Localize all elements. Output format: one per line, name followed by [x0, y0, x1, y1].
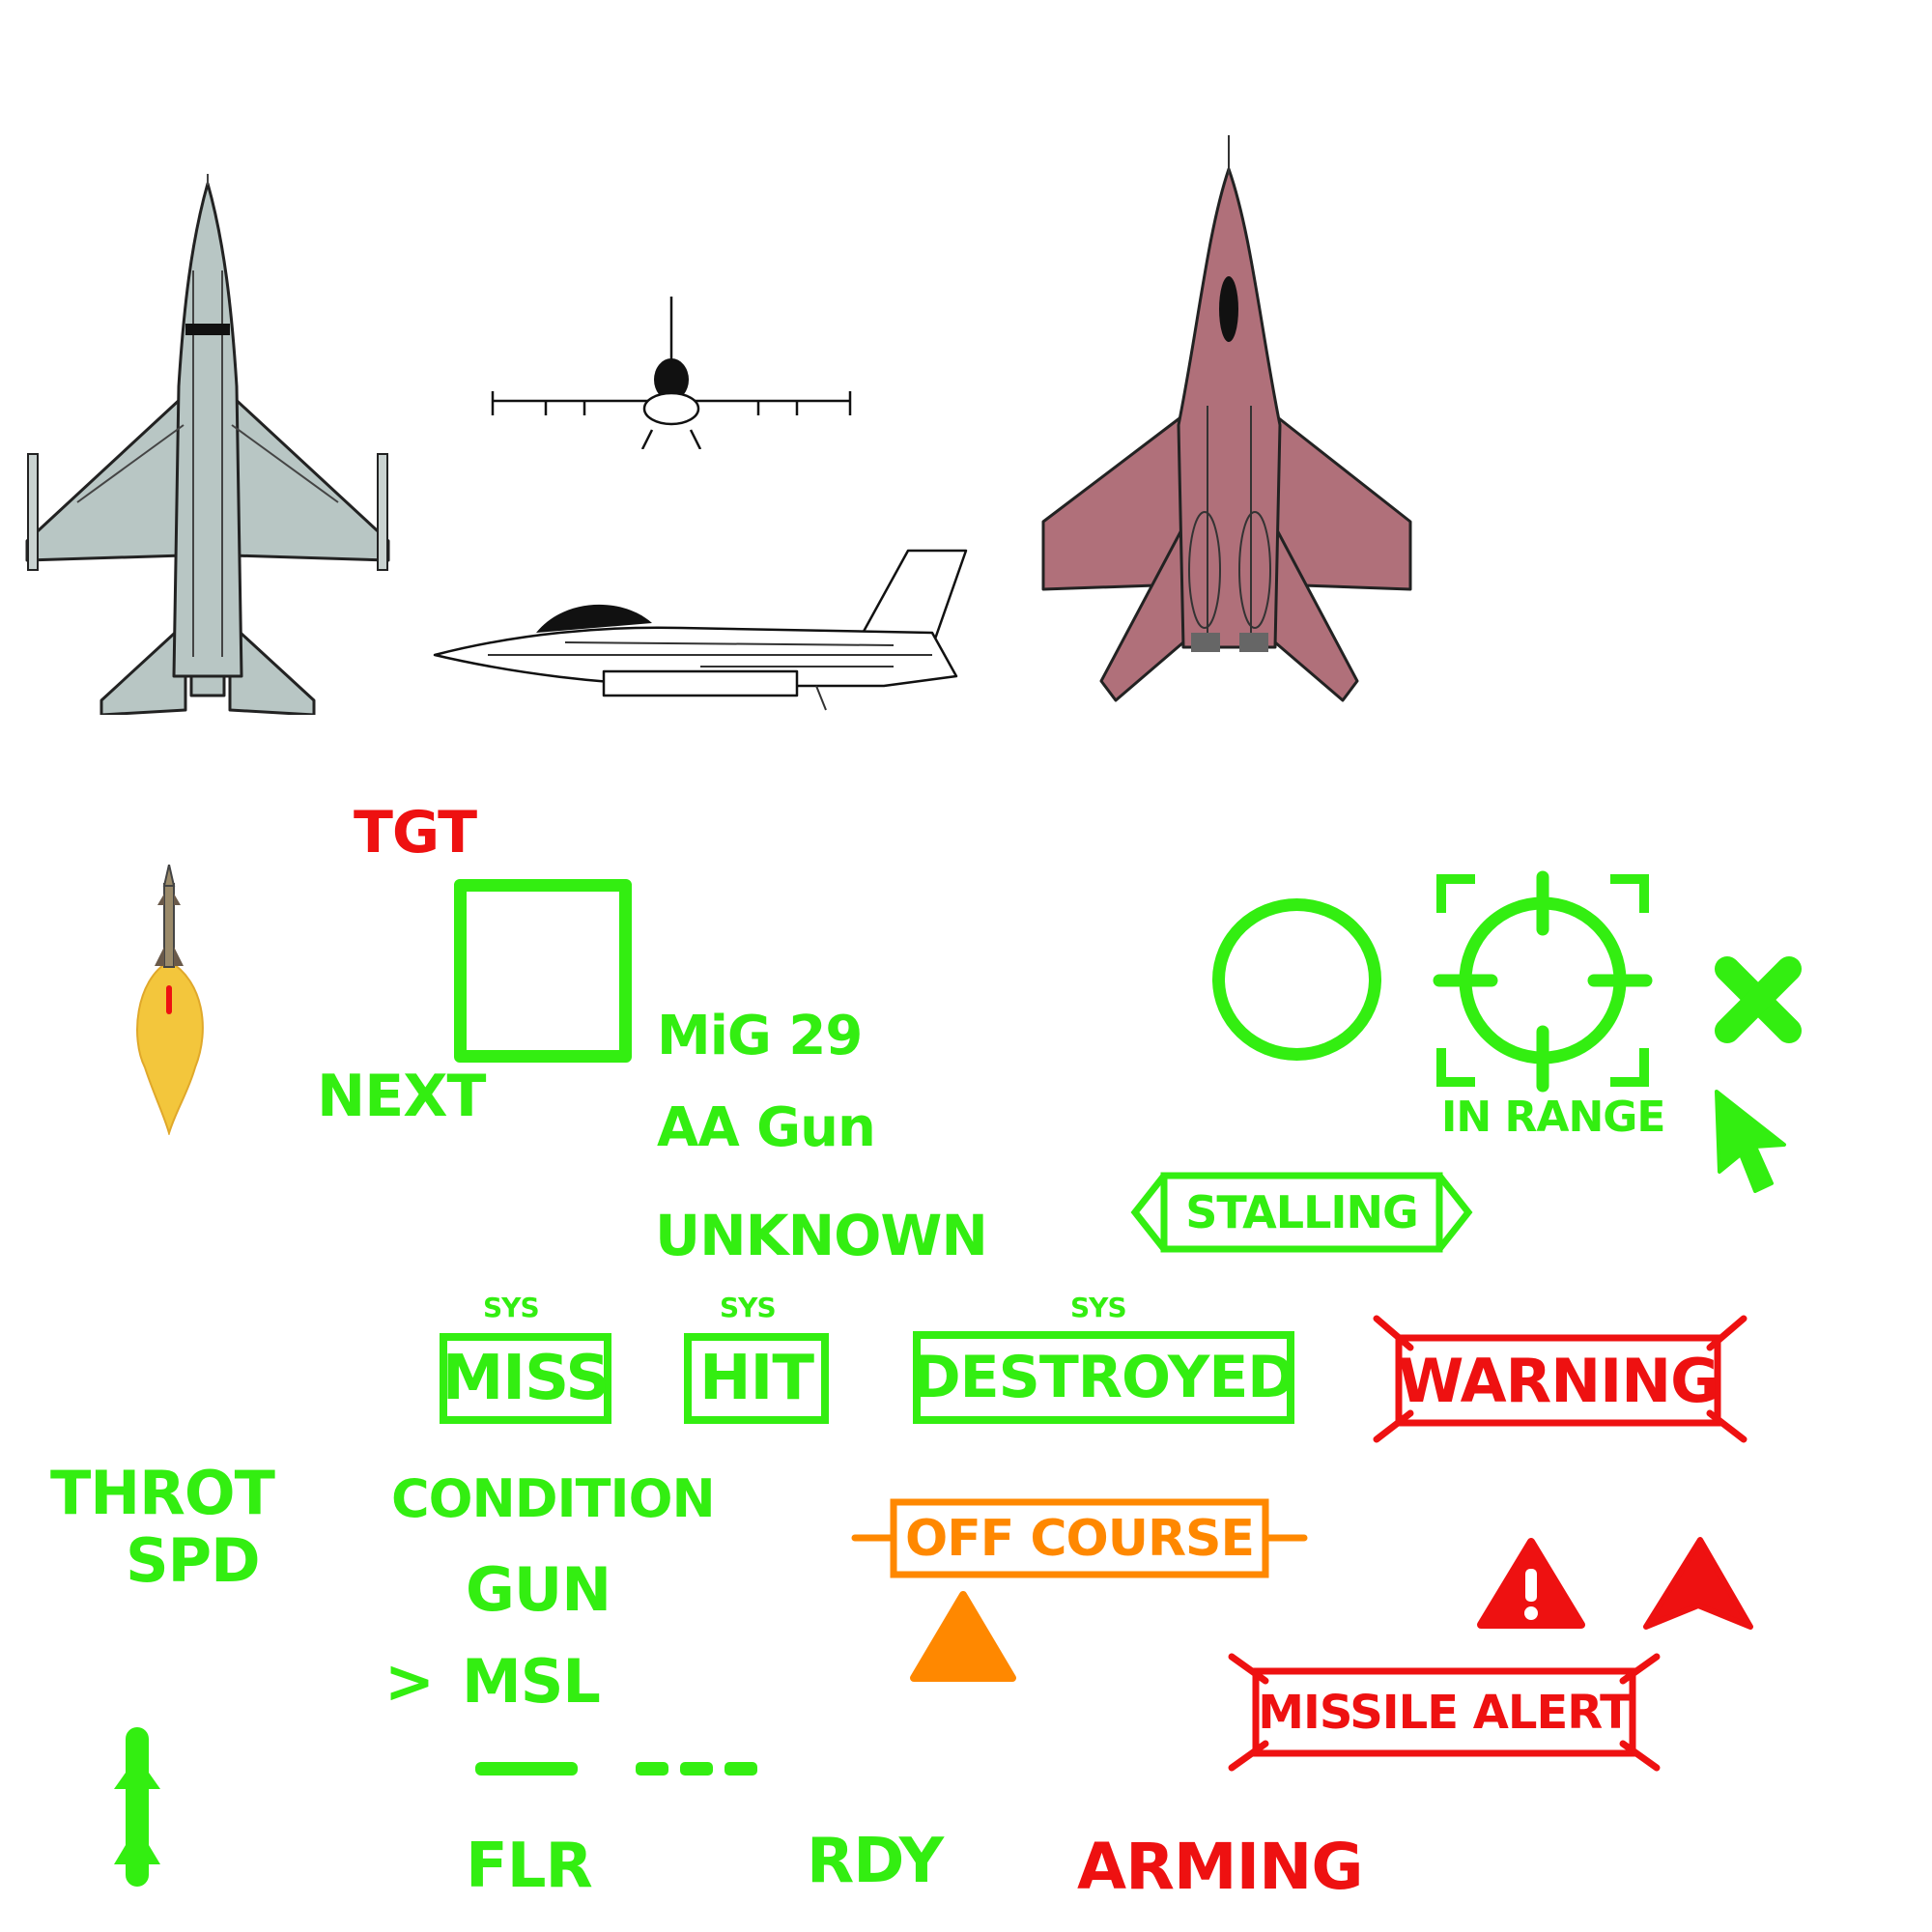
mig29-top-view-icon [1038, 135, 1415, 705]
target-status: UNKNOWN [655, 1203, 988, 1268]
f16-side-view-icon [430, 541, 971, 715]
in-range-label: IN RANGE [1441, 1093, 1665, 1142]
speed-label: SPD [126, 1525, 261, 1596]
off-course-banner: OFF COURSE [850, 1497, 1309, 1579]
solid-bar-indicator [475, 1762, 578, 1776]
dashed-bar-indicator [636, 1762, 759, 1776]
weapon-msl[interactable]: MSL [462, 1646, 601, 1717]
throttle-label: THROT [50, 1458, 275, 1528]
destroyed-status-box: DESTROYED [913, 1331, 1295, 1424]
flare-label: FLR [466, 1831, 593, 1902]
missile-with-flame-icon [126, 865, 213, 1135]
target-name: MiG 29 [657, 1005, 863, 1067]
crosshair-lock-icon [1432, 869, 1654, 1094]
missile-hud-icon [108, 1719, 166, 1893]
tgt-label: TGT [354, 799, 477, 867]
hit-status-box: HIT [684, 1333, 829, 1424]
weapon-gun[interactable]: GUN [466, 1554, 611, 1625]
direction-arrow-icon [1642, 1536, 1753, 1633]
f16-top-view-icon [19, 174, 396, 715]
sys-tag-miss: SYS [483, 1292, 540, 1323]
arming-label: ARMING [1077, 1830, 1364, 1904]
f16-front-view-icon [488, 295, 855, 449]
warning-exclamation-icon [1473, 1536, 1589, 1633]
sys-tag-destroyed: SYS [1070, 1292, 1127, 1323]
target-weapon: AA Gun [657, 1096, 876, 1159]
target-box-icon[interactable] [454, 879, 632, 1063]
missile-alert-label: MISSILE ALERT [1258, 1685, 1632, 1740]
sys-tag-hit: SYS [720, 1292, 777, 1323]
ready-label: RDY [807, 1826, 944, 1897]
condition-header: CONDITION [391, 1468, 716, 1529]
x-mark-icon [1710, 952, 1806, 1048]
off-course-label: OFF COURSE [905, 1509, 1255, 1568]
warning-label: WARNING [1397, 1345, 1719, 1416]
weapon-selector-caret: > [384, 1646, 435, 1717]
next-target-button[interactable]: NEXT [317, 1063, 486, 1130]
warning-banner: WARNING [1372, 1314, 1748, 1444]
stalling-indicator: STALLING [1130, 1171, 1473, 1258]
caution-triangle-icon [908, 1589, 1019, 1686]
pointer-arrow-icon[interactable] [1712, 1087, 1789, 1193]
circle-reticle-icon [1212, 898, 1381, 1061]
miss-status-box: MISS [440, 1333, 611, 1424]
stalling-label: STALLING [1185, 1186, 1419, 1238]
missile-alert-banner: MISSILE ALERT [1227, 1652, 1662, 1773]
